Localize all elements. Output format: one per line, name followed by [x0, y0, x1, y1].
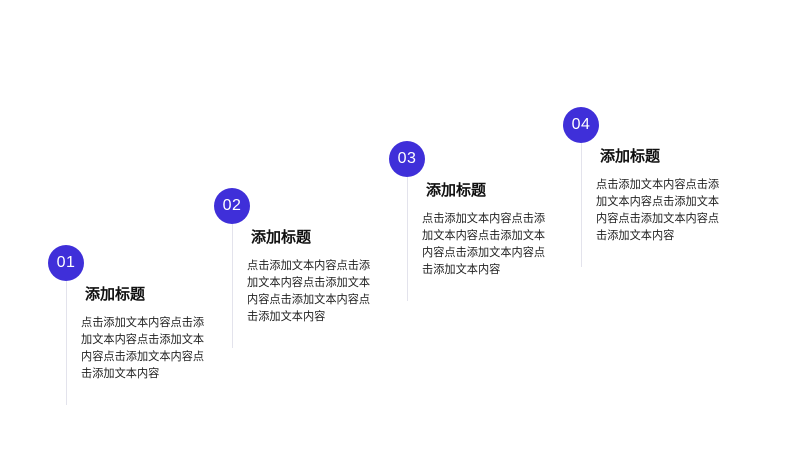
step-1-title[interactable]: 添加标题 [85, 285, 146, 303]
step-1-number-badge: 01 [48, 245, 84, 281]
step-3-number-badge: 03 [389, 141, 425, 177]
step-2-number-badge: 02 [214, 188, 250, 224]
step-4-title[interactable]: 添加标题 [600, 147, 661, 165]
step-2-title[interactable]: 添加标题 [251, 228, 312, 246]
step-1-stem [66, 281, 67, 405]
step-2-body[interactable]: 点击添加文本内容点击添加文本内容点击添加文本内容点击添加文本内容点击添加文本内容 [247, 259, 371, 323]
step-2-stem [232, 224, 233, 348]
step-3-stem [407, 177, 408, 301]
step-4-body[interactable]: 点击添加文本内容点击添加文本内容点击添加文本内容点击添加文本内容点击添加文本内容 [596, 178, 720, 242]
step-1-body[interactable]: 点击添加文本内容点击添加文本内容点击添加文本内容点击添加文本内容点击添加文本内容 [81, 316, 205, 380]
step-4-stem [581, 143, 582, 267]
step-3-body[interactable]: 点击添加文本内容点击添加文本内容点击添加文本内容点击添加文本内容点击添加文本内容 [422, 212, 546, 276]
step-3-title[interactable]: 添加标题 [426, 181, 487, 199]
step-4-number-badge: 04 [563, 107, 599, 143]
